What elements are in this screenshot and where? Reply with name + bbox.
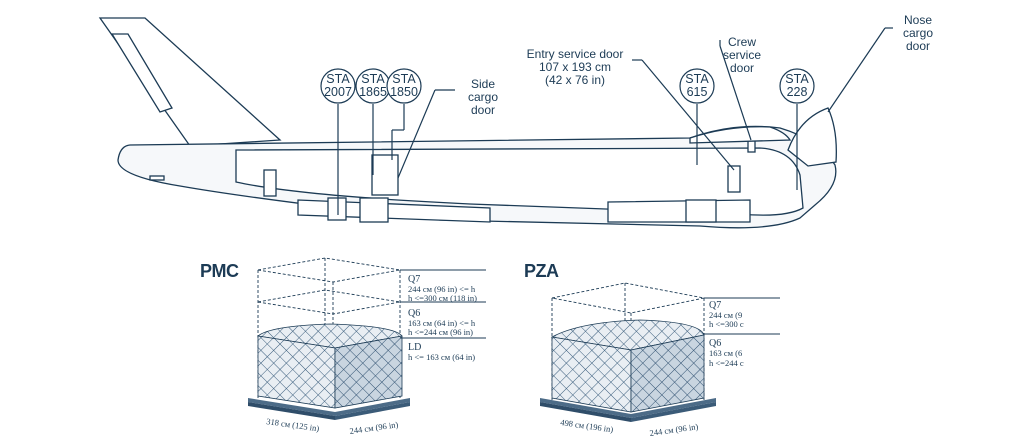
aft-door bbox=[263, 169, 277, 197]
pmc-tier-q6-line1: 163 см (64 in) <= h bbox=[408, 318, 476, 328]
station-1850-marker bbox=[386, 68, 422, 104]
pza-tier-q7-code: Q7 bbox=[709, 300, 721, 311]
crew-service-door-label-1: Crew bbox=[728, 35, 756, 49]
side-cargo-door-label-3: door bbox=[471, 103, 495, 117]
sta-228-line1: STA bbox=[785, 72, 809, 86]
nose-cargo-door-label-1: Nose bbox=[904, 13, 932, 27]
crew-service-door-label-3: door bbox=[730, 61, 754, 75]
nose-cargo-door-label-2: cargo bbox=[903, 26, 933, 40]
sta-2007-line2: 2007 bbox=[324, 85, 352, 99]
sta-615-line2: 615 bbox=[687, 85, 708, 99]
pza-tier-q7-line2: h <=300 с bbox=[709, 319, 744, 329]
pmc-width-label: 244 см (96 in) bbox=[349, 419, 399, 436]
pmc-pallet-base-edge bbox=[248, 402, 335, 420]
nose-cargo-door-label-3: door bbox=[906, 39, 930, 53]
tail-fin-detail bbox=[110, 33, 173, 113]
sta-1865-line2: 1865 bbox=[359, 85, 387, 99]
tail-window bbox=[149, 175, 165, 181]
station-markers bbox=[320, 68, 815, 215]
sta-2007-line1: STA bbox=[326, 72, 350, 86]
lower-deck-hold-forward bbox=[607, 199, 751, 223]
sta-228-line2: 228 bbox=[787, 85, 808, 99]
door-callouts: Side cargo door Entry service door 107 x… bbox=[397, 13, 933, 179]
side-cargo-door-label-2: cargo bbox=[468, 90, 498, 104]
pmc-tier-q6-code: Q6 bbox=[408, 308, 420, 319]
entry-service-door-rect bbox=[727, 165, 741, 193]
pza-tier-q6-line2: h <=244 с bbox=[709, 358, 744, 368]
nose-cargo-door-shape bbox=[787, 107, 837, 167]
station-615-marker bbox=[679, 68, 715, 104]
pmc-tier-q7-line2: h <=300 см (118 in) bbox=[408, 293, 477, 303]
pza-length-label: 498 см (196 in) bbox=[560, 417, 614, 434]
pmc-pallet-base-edge-side bbox=[335, 402, 410, 420]
upper-deck-hump bbox=[689, 126, 792, 144]
pmc-tier-ld-code: LD bbox=[408, 342, 421, 353]
pmc-tier-q7-line1: 244 см (96 in) <= h bbox=[408, 284, 476, 294]
lower-container-b bbox=[359, 197, 389, 223]
station-labels: STA 2007 STA 1865 STA 1850 STA 615 STA 2… bbox=[324, 72, 809, 99]
entry-service-door-label-3: (42 x 76 in) bbox=[545, 73, 605, 87]
pmc-load-side bbox=[334, 335, 403, 409]
sta-1850-line1: STA bbox=[392, 72, 416, 86]
aircraft-side-view bbox=[98, 17, 837, 229]
pza-pallet-diagram: PZA Q7 244 см (9 h <=300 с Q6 163 см (6 … bbox=[524, 261, 780, 438]
side-cargo-door-rect bbox=[371, 154, 399, 196]
pza-load-side bbox=[630, 334, 705, 413]
pmc-pallet-diagram: PMC Q7 244 см (96 in) <= h h <=300 см (1… bbox=[200, 257, 486, 436]
pmc-tier-q6-line2: h <=244 см (96 in) bbox=[408, 327, 473, 337]
pza-width-label: 244 см (96 in) bbox=[649, 421, 699, 438]
sta-1865-line1: STA bbox=[361, 72, 385, 86]
crew-service-door-label-2: service bbox=[723, 48, 761, 62]
pza-load-front bbox=[551, 336, 632, 413]
lower-container-c bbox=[685, 199, 717, 223]
pmc-tier-q7-code: Q7 bbox=[408, 274, 420, 285]
pmc-load-front bbox=[257, 335, 336, 409]
pza-title: PZA bbox=[524, 261, 559, 281]
pmc-title: PMC bbox=[200, 261, 239, 281]
station-228-marker bbox=[779, 68, 815, 104]
lower-container-a bbox=[327, 197, 347, 221]
pza-tier-q6-line1: 163 см (6 bbox=[709, 348, 742, 358]
pza-pallet-base-top bbox=[540, 398, 716, 418]
entry-service-door-label-2: 107 x 193 cm bbox=[539, 60, 611, 74]
pmc-tier-ld-line1: h <= 163 см (64 in) bbox=[408, 352, 475, 362]
pza-pallet-base-edge-side bbox=[631, 402, 716, 422]
pmc-load-top bbox=[257, 323, 403, 349]
pza-pallet-base-edge bbox=[540, 402, 631, 422]
pza-tier-q6-code: Q6 bbox=[709, 338, 721, 349]
pmc-length-label: 318 см (125 in) bbox=[266, 416, 320, 433]
entry-service-door-label-1: Entry service door bbox=[527, 47, 624, 61]
sta-615-line1: STA bbox=[685, 72, 709, 86]
pza-tier-q7-line1: 244 см (9 bbox=[709, 310, 742, 320]
pmc-pallet-base-top bbox=[248, 398, 410, 416]
side-cargo-door-label-1: Side bbox=[471, 77, 495, 91]
station-2007-marker bbox=[320, 68, 356, 104]
sta-1850-line2: 1850 bbox=[390, 85, 418, 99]
